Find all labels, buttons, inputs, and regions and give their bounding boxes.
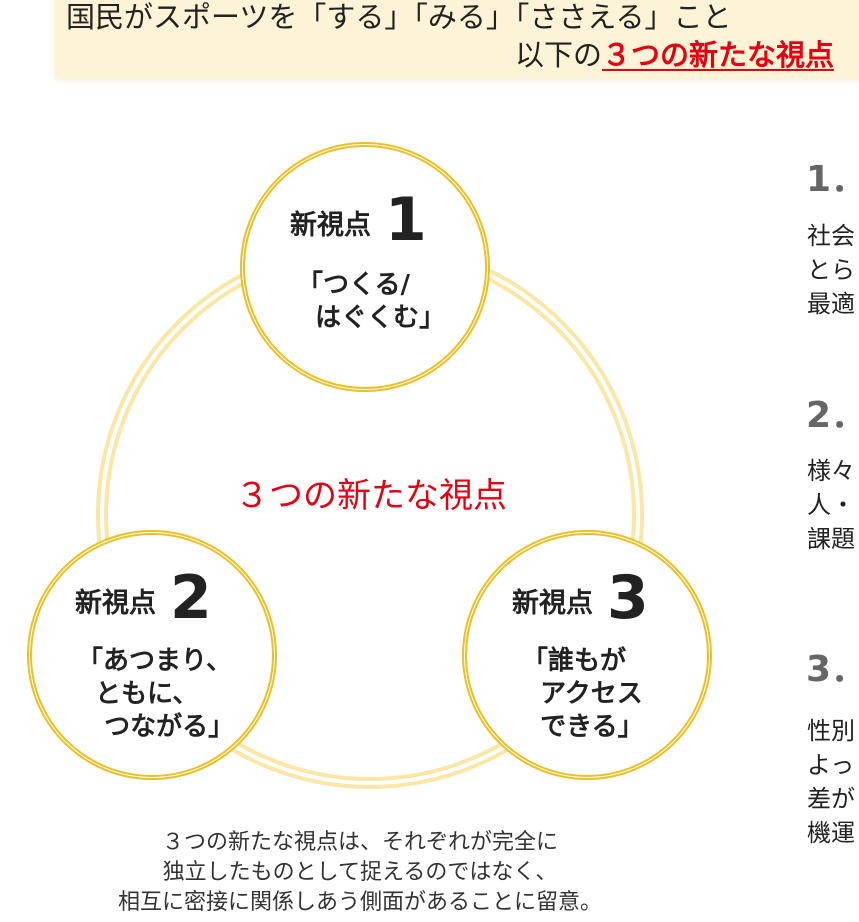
banner-prefix: 以下の — [515, 38, 603, 72]
point-number: 2． — [806, 395, 859, 436]
node-3: 新視点 3 「誰もが アクセス できる」 — [462, 530, 712, 780]
node-heading: 新視点 2 — [75, 563, 212, 633]
banner-line-2: 以下の３つの新たな視点 — [515, 32, 834, 74]
heading-text: 新視点 — [75, 588, 156, 619]
node-2: 新視点 2 「あつまり、 ともに、 つながる」 — [27, 530, 277, 780]
node-number: 2 — [170, 563, 212, 633]
heading-text: 新視点 — [290, 210, 371, 241]
point-text: 社会 とら 最適 — [807, 222, 855, 318]
node-text: 「つくる/ はぐくむ」 — [297, 270, 446, 333]
banner-highlight: ３つの新たな視点 — [602, 38, 835, 72]
point-number: 3． — [806, 649, 859, 690]
node-text: 「誰もが アクセス できる」 — [522, 646, 644, 742]
header-banner — [55, 0, 859, 78]
node-heading: 新視点 3 — [512, 563, 649, 633]
node-number: 3 — [607, 563, 649, 633]
caption-line: 相互に密接に関係しあう側面があることに留意。 — [117, 890, 602, 915]
caption-line: 独立したものとして捉えるのではなく、 — [162, 860, 558, 885]
node-heading: 新視点 1 — [290, 185, 427, 255]
heading-text: 新視点 — [512, 588, 593, 619]
center-label: ３つの新たな視点 — [235, 476, 507, 516]
node-number: 1 — [385, 185, 427, 255]
caption: ３つの新たな視点は、それぞれが完全に 独立したものとして捉えるのではなく、 相互… — [60, 828, 660, 918]
caption-line: ３つの新たな視点は、それぞれが完全に — [161, 830, 558, 855]
point-text: 性別 よっ 差が 機運 — [807, 717, 855, 847]
point-number: 1． — [806, 159, 859, 200]
right-panel: 1． 社会 とら 最適 2． 様々 人・ 課題 3． 性別 よっ 差が 機運 — [800, 0, 859, 922]
banner-line-1: 国民がスポーツを「する」「みる」「ささえる」こと — [66, 0, 732, 34]
point-text: 様々 人・ 課題 — [807, 457, 855, 553]
node-1: 新視点 1 「つくる/ はぐくむ」 — [240, 142, 490, 392]
node-text: 「あつまり、 ともに、 つながる」 — [77, 646, 235, 742]
